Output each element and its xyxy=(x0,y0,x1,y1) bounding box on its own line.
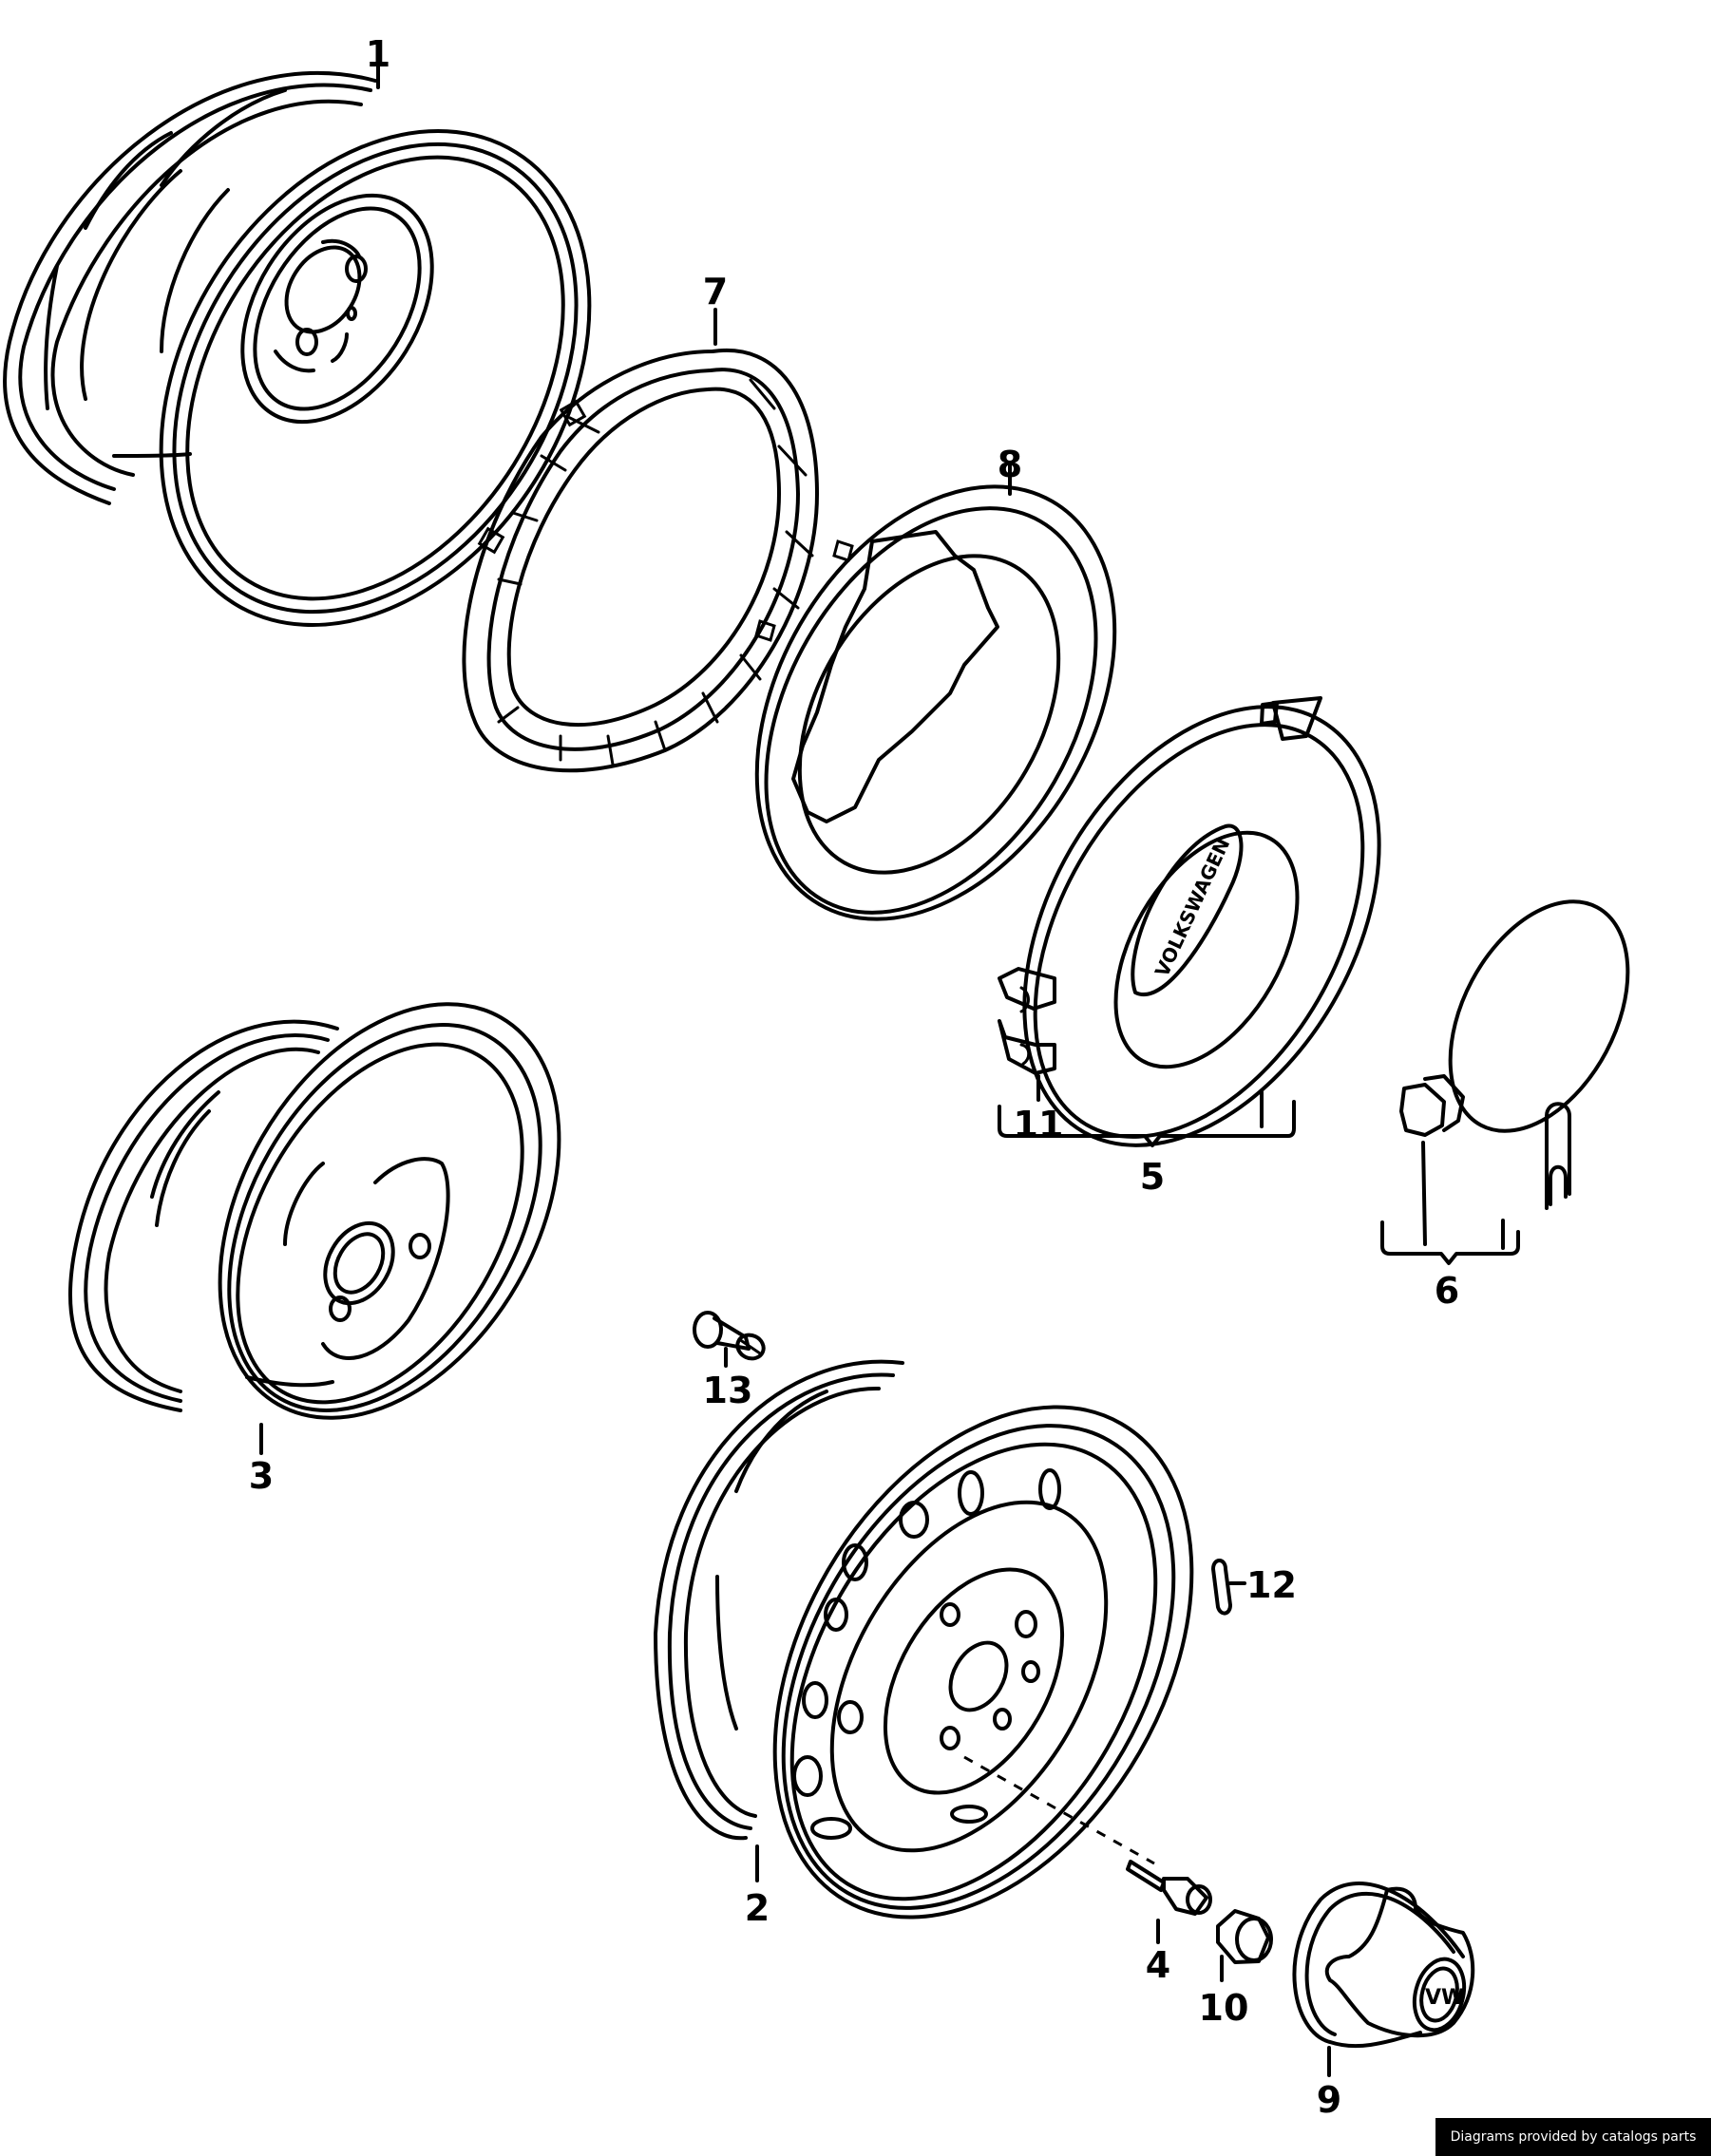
callout-5[interactable]: 5 xyxy=(1139,1156,1166,1198)
wheel-rim-3[interactable] xyxy=(67,944,629,1478)
group-bracket-6 xyxy=(1380,1141,1520,1265)
callout-11[interactable]: 11 xyxy=(1013,1104,1064,1145)
trim-ring-8[interactable] xyxy=(684,423,1188,982)
bolt-cap-10[interactable] xyxy=(1216,1909,1273,1964)
group-bracket-5 xyxy=(998,1090,1296,1147)
wheel-bolt-4[interactable] xyxy=(1126,1860,1212,1916)
callout-7[interactable]: 7 xyxy=(702,271,729,312)
credit-banner: Diagrams provided by catalogs parts xyxy=(1435,2118,1711,2156)
hub-cap-6[interactable] xyxy=(1414,872,1663,1210)
wheel-rim-2[interactable] xyxy=(654,1333,1278,1991)
tyre-valve-13[interactable] xyxy=(693,1311,768,1363)
callout-10[interactable]: 10 xyxy=(1198,1987,1249,2029)
balance-weight-12[interactable] xyxy=(1211,1559,1246,1616)
retaining-ring-7[interactable] xyxy=(462,348,819,773)
callout-8[interactable]: 8 xyxy=(997,444,1023,485)
callout-3[interactable]: 3 xyxy=(248,1455,275,1497)
credit-text: Diagrams provided by catalogs parts xyxy=(1450,2129,1697,2145)
hub-cap-clip-6[interactable] xyxy=(1399,1074,1465,1137)
center-cap-9[interactable]: VW xyxy=(1292,1882,1475,2049)
vw-logo-icon: VW xyxy=(1425,1986,1464,2010)
callout-9[interactable]: 9 xyxy=(1316,2079,1342,2121)
wheel-rim-1[interactable] xyxy=(3,52,677,705)
callout-13[interactable]: 13 xyxy=(702,1370,753,1411)
callout-1[interactable]: 1 xyxy=(365,33,391,75)
callout-12[interactable]: 12 xyxy=(1246,1564,1297,1606)
callout-4[interactable]: 4 xyxy=(1145,1944,1171,1986)
retaining-clip-11[interactable] xyxy=(998,967,1056,1075)
callout-2[interactable]: 2 xyxy=(744,1887,770,1929)
callout-6[interactable]: 6 xyxy=(1434,1270,1460,1312)
